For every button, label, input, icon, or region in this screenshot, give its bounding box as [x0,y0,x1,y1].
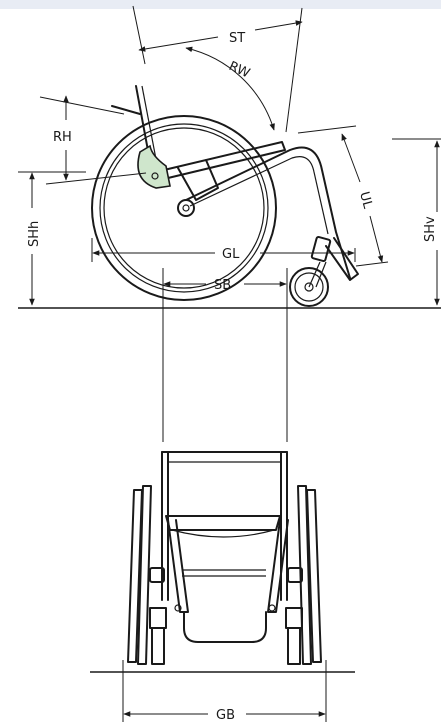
side-frame [111,85,359,281]
right-rear-wheel [297,485,322,665]
axle-hubs [149,567,303,583]
left-rear-wheel [127,485,152,665]
label-st: ST [229,31,245,46]
front-view: SB GB [90,268,355,722]
dimension-gb: GB [122,660,327,722]
front-backrest [161,451,288,601]
label-sb: SB [214,278,231,293]
label-rw: RW [226,59,252,81]
label-gb: GB [216,708,235,722]
front-side-tubes [167,519,289,613]
rear-wheel [91,115,277,301]
front-casters [149,607,303,665]
dimension-ul: UL [297,125,389,267]
side-view: ST RW RH SHh UL [18,5,441,309]
dimension-shv: SHv [392,138,441,306]
dimension-shh: SHh [18,171,86,306]
label-shv: SHv [423,216,438,242]
label-ul: UL [356,190,375,211]
footrest-loop [183,611,267,643]
dimension-st: ST [132,5,303,133]
seat-sling [165,515,281,538]
dimension-rh: RH [39,95,147,185]
label-gl: GL [222,247,240,262]
top-band [0,0,441,9]
label-shh: SHh [27,221,42,247]
label-rh: RH [53,130,72,145]
front-caster [289,236,332,307]
dimension-gl: GL [91,238,356,262]
dimension-sb: SB [162,268,288,442]
